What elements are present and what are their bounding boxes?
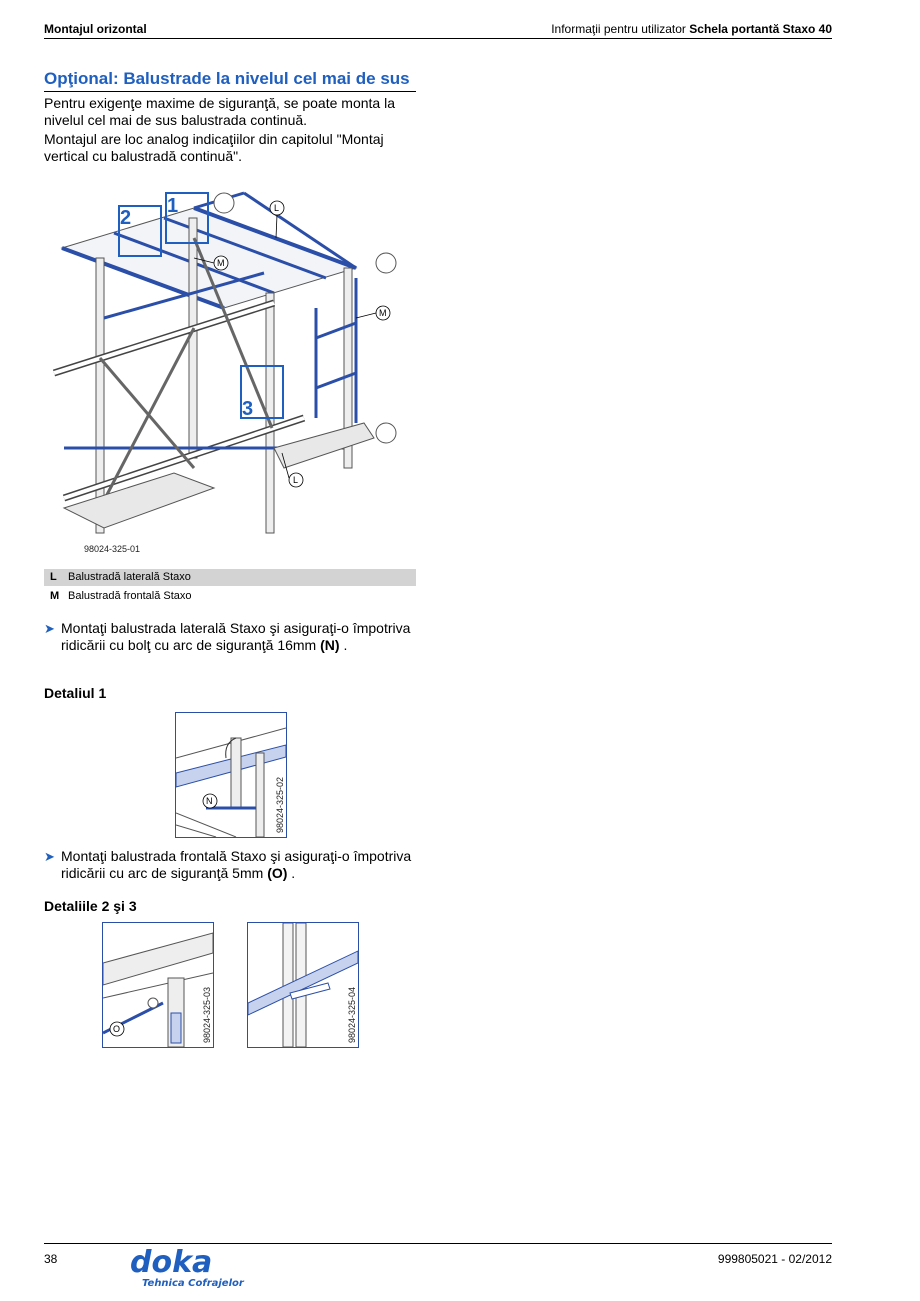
instruction-step-2: ➤ Montaţi balustrada frontală Staxo şi a… xyxy=(44,848,424,882)
detail-1-figure: N 98024-325-02 xyxy=(175,712,287,838)
doka-logo-icon: doka Tehnica Cofrajelor xyxy=(130,1245,245,1289)
detail-2-3-heading: Detaliile 2 şi 3 xyxy=(44,898,137,914)
header-chapter: Montajul orizontal xyxy=(44,22,147,36)
detail-3-figure: 98024-325-04 xyxy=(247,922,359,1048)
arrow-icon: ➤ xyxy=(44,621,55,636)
arrow-icon: ➤ xyxy=(44,849,55,864)
detail-2-illustration: O 98024-325-03 xyxy=(103,932,213,1047)
section-paragraph-1: Pentru exigenţe maxime de siguranţă, se … xyxy=(44,95,395,128)
legend-text: Balustradă frontală Staxo xyxy=(68,590,192,602)
detail-box-2 xyxy=(118,205,162,257)
detail-marker-2: 2 xyxy=(120,207,131,229)
header-doc-title: Informaţii pentru utilizator Schela port… xyxy=(551,22,832,36)
detail-box-3 xyxy=(240,365,284,419)
legend-key: M xyxy=(50,590,60,602)
detail-marker-1: 1 xyxy=(167,195,178,217)
section-title: Opţional: Balustrade la nivelul cel mai … xyxy=(44,69,410,88)
header-doc-product: Schela portantă Staxo 40 xyxy=(689,22,832,36)
main-scaffold-figure: 2 1 3 L M M L 98024-325-01 xyxy=(44,178,416,564)
detail-marker-3: 3 xyxy=(242,398,253,420)
section-paragraph-2: Montajul are loc analog indicaţiilor din… xyxy=(44,131,384,164)
detail-2-figure-id: 98024-325-03 xyxy=(202,987,212,1043)
detail-2-callout: O xyxy=(113,1024,120,1034)
detail-1-heading: Detaliul 1 xyxy=(44,685,107,701)
callout-L-top: L xyxy=(274,203,279,213)
section-underline xyxy=(44,91,416,92)
callout-L-bottom: L xyxy=(293,475,298,485)
callout-M-top: M xyxy=(217,258,225,268)
legend-text: Balustradă laterală Staxo xyxy=(68,571,191,583)
detail-1-illustration: N 98024-325-02 xyxy=(176,727,286,837)
callout-M-right: M xyxy=(379,308,387,318)
logo-tagline: Tehnica Cofrajelor xyxy=(142,1278,245,1289)
detail-box-1 xyxy=(165,192,209,244)
detail-2-figure: O 98024-325-03 xyxy=(102,922,214,1048)
step-2-code: (O) xyxy=(267,865,288,881)
document-reference: 999805021 - 02/2012 xyxy=(717,1252,832,1266)
detail-1-figure-id: 98024-325-02 xyxy=(275,777,285,833)
logo-wordmark: doka xyxy=(130,1246,212,1280)
legend-key: L xyxy=(50,571,57,583)
detail-3-figure-id: 98024-325-04 xyxy=(347,987,357,1043)
scaffold-illustration: 2 1 3 L M M L 98024-325-01 xyxy=(52,191,397,554)
legend-row-L: L Balustradă laterală Staxo xyxy=(44,569,416,586)
instruction-step-1: ➤ Montaţi balustrada laterală Staxo şi a… xyxy=(44,620,424,654)
header-doc-prefix: Informaţii pentru utilizator xyxy=(551,22,686,36)
detail-1-callout: N xyxy=(206,796,213,806)
detail-3-illustration: 98024-325-04 xyxy=(248,923,358,1047)
step-1-text: Montaţi balustrada laterală Staxo şi asi… xyxy=(61,620,411,653)
step-2-text: Montaţi balustrada frontală Staxo şi asi… xyxy=(61,848,412,881)
doka-logo: doka Tehnica Cofrajelor xyxy=(128,1245,248,1290)
step-1-suffix: . xyxy=(343,637,348,653)
page-number: 38 xyxy=(44,1252,58,1266)
legend-row-M: M Balustradă frontală Staxo xyxy=(44,588,416,605)
figure-id: 98024-325-01 xyxy=(84,544,140,554)
footer-divider xyxy=(44,1243,832,1244)
step-1-code: (N) xyxy=(320,637,340,653)
step-2-suffix: . xyxy=(291,865,296,881)
header-divider xyxy=(44,38,832,39)
